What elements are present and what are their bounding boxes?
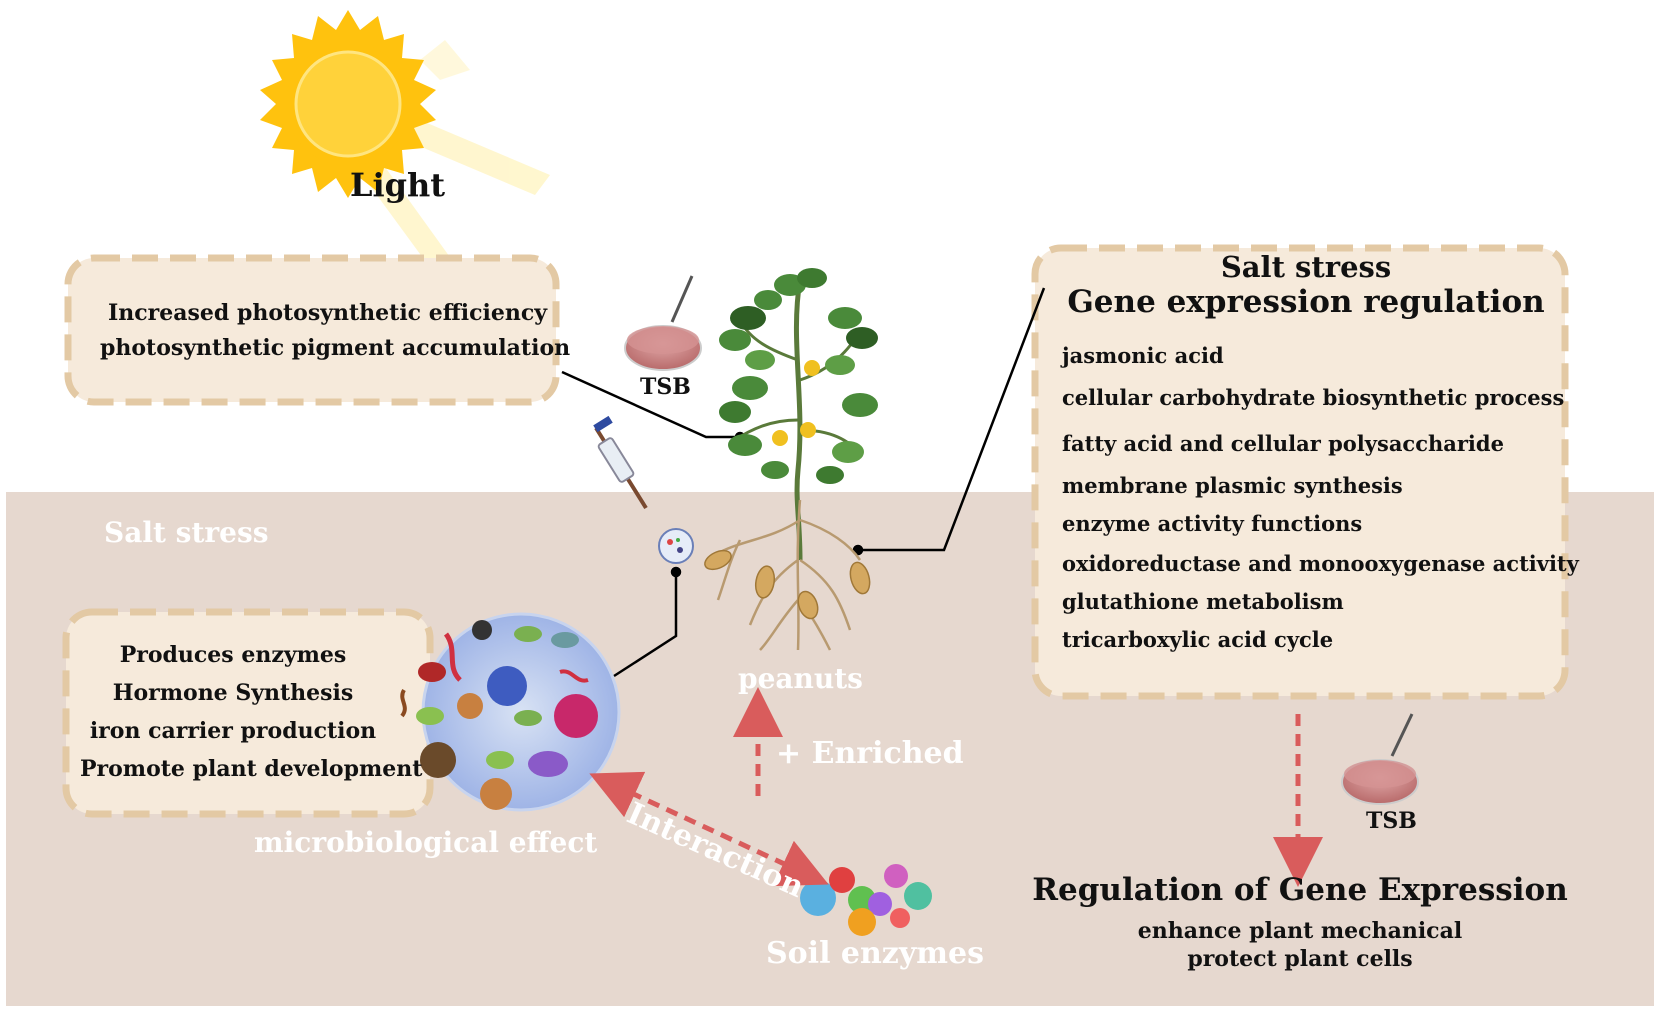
regulation-line: enhance plant mechanical <box>1137 918 1463 944</box>
microbe-line: Promote plant development <box>80 756 423 782</box>
sample-drop-icon <box>658 528 694 564</box>
peanut-plant-icon <box>704 268 878 651</box>
arrow-interaction <box>589 771 829 887</box>
syringe-icon <box>593 415 648 510</box>
photosynthesis-line: photosynthetic pigment accumulation <box>100 335 571 361</box>
microbiological-effect-label: microbiological effect <box>254 826 598 859</box>
soil-enzymes-icon <box>800 864 932 936</box>
gene-item: fatty acid and cellular polysaccharide <box>1062 431 1504 456</box>
enriched-label: + Enriched <box>776 736 964 771</box>
gene-box-title-1: Salt stress <box>1220 250 1392 284</box>
microbe-line: Produces enzymes <box>119 642 347 668</box>
gene-item: oxidoreductase and monooxygenase activit… <box>1062 551 1579 576</box>
petri-dish-bottom-icon <box>1341 713 1419 805</box>
microbe-cluster-icon <box>400 612 621 812</box>
connector-photo-to-plant <box>561 370 740 439</box>
photosynthesis-line: Increased photosynthetic efficiency <box>108 300 548 326</box>
tsb-top-label: TSB <box>640 374 691 400</box>
petri-dish-top-icon <box>624 275 702 371</box>
peanuts-label: peanuts <box>738 662 863 695</box>
soil-enzymes-label: Soil enzymes <box>766 936 984 971</box>
salt-stress-label: Salt stress <box>104 516 269 549</box>
microbe-line: Hormone Synthesis <box>112 680 354 706</box>
sun-icon <box>260 10 436 198</box>
gene-item: tricarboxylic acid cycle <box>1062 627 1334 652</box>
light-label: Light <box>350 166 446 204</box>
regulation-line: protect plant cells <box>1187 946 1413 972</box>
gene-item: enzyme activity functions <box>1062 511 1363 536</box>
gene-item: membrane plasmic synthesis <box>1062 473 1403 498</box>
microbe-line: iron carrier production <box>89 718 377 744</box>
gene-item: jasmonic acid <box>1062 343 1224 368</box>
gene-item: glutathione metabolism <box>1062 589 1344 614</box>
connector-gene-to-root <box>858 287 1046 552</box>
arrows <box>589 687 1323 887</box>
microbe-effects-text: Produces enzymes Hormone Synthesis iron … <box>80 636 423 788</box>
gene-item: cellular carbohydrate biosynthetic proce… <box>1062 385 1565 410</box>
photosynthesis-text: Increased photosynthetic efficiency phot… <box>100 296 570 366</box>
photosynthesis-box <box>64 254 560 406</box>
connector-microbe-to-sample <box>613 572 678 678</box>
regulation-title: Regulation of Gene Expression <box>1032 872 1568 908</box>
tsb-bottom-label: TSB <box>1366 808 1417 834</box>
gene-expression-box <box>1031 244 1569 700</box>
gene-box-title-2: Gene expression regulation <box>1067 284 1545 320</box>
